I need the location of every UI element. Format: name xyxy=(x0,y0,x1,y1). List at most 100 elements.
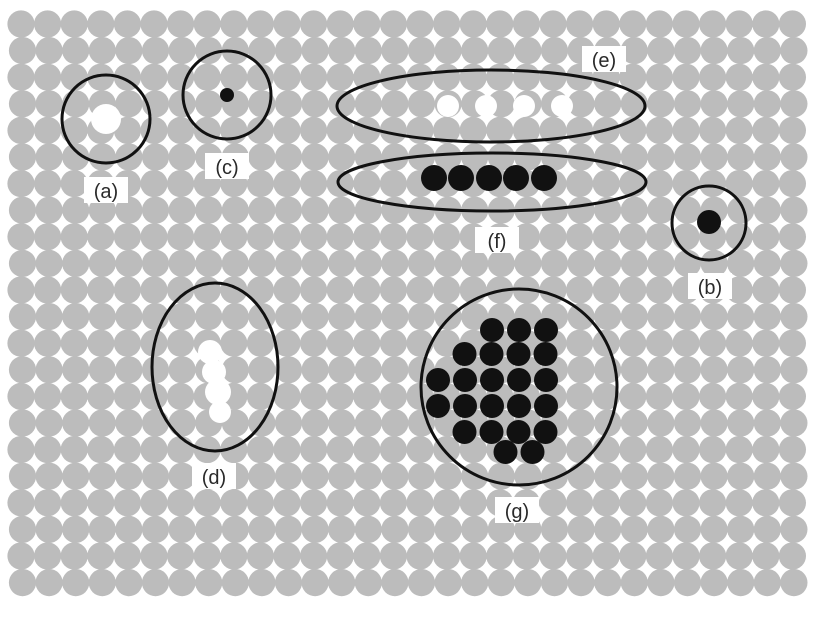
host-atom xyxy=(34,489,62,517)
host-atom xyxy=(699,116,727,144)
host-atom xyxy=(60,223,88,251)
host-atom xyxy=(62,356,90,384)
host-atom xyxy=(60,382,88,410)
host-atom xyxy=(727,409,755,437)
host-atom xyxy=(752,542,780,570)
host-atom xyxy=(354,409,382,437)
precipitate-atom-g xyxy=(453,394,477,418)
host-atom xyxy=(619,382,647,410)
defect-outlines xyxy=(60,49,748,487)
host-atom xyxy=(326,489,354,517)
host-atom xyxy=(88,356,116,384)
host-atom xyxy=(727,196,755,224)
host-atom xyxy=(273,489,301,517)
host-atom xyxy=(246,63,274,91)
host-atom xyxy=(115,356,143,384)
host-atom xyxy=(647,196,675,224)
host-atom xyxy=(619,276,647,304)
host-atom xyxy=(700,143,728,171)
host-atom xyxy=(753,569,781,597)
host-atom xyxy=(512,63,541,91)
host-atom xyxy=(699,329,727,357)
host-atom xyxy=(487,37,515,65)
host-atom xyxy=(567,356,595,384)
host-atom xyxy=(752,170,780,198)
precipitate-atom-g xyxy=(507,394,531,418)
host-atom xyxy=(645,276,674,304)
host-atom xyxy=(620,515,648,544)
host-atom xyxy=(512,116,541,144)
host-atom xyxy=(486,63,514,91)
label-a: (a) xyxy=(94,181,118,203)
host-atom xyxy=(141,196,170,224)
host-atom xyxy=(620,196,648,224)
host-atom xyxy=(87,489,115,517)
host-atom xyxy=(406,10,434,38)
outline-f xyxy=(336,151,648,213)
host-atom xyxy=(87,542,115,570)
host-atom xyxy=(140,382,168,410)
host-atom xyxy=(60,329,88,357)
host-atom xyxy=(725,382,753,410)
host-atom xyxy=(168,90,196,118)
precipitate-atom-g xyxy=(480,368,504,392)
host-atom xyxy=(459,10,487,38)
host-atom xyxy=(673,90,702,118)
host-atom xyxy=(512,10,541,38)
host-atom xyxy=(434,569,462,597)
host-atom xyxy=(353,329,381,357)
host-atom xyxy=(141,569,170,597)
host-atom xyxy=(780,462,808,490)
host-atom xyxy=(699,170,727,198)
host-atom xyxy=(645,436,674,464)
host-atom xyxy=(354,462,382,490)
host-atom xyxy=(62,196,90,224)
host-atom xyxy=(620,462,648,490)
host-atom xyxy=(274,409,303,437)
host-atom xyxy=(725,10,753,38)
host-atom xyxy=(459,63,487,91)
host-atom xyxy=(300,10,328,38)
host-atom xyxy=(246,10,274,38)
host-atom xyxy=(113,223,141,251)
host-atom xyxy=(379,276,407,304)
host-atom xyxy=(567,90,595,118)
host-atom xyxy=(699,542,727,570)
host-atom xyxy=(301,249,329,277)
host-atom xyxy=(486,116,514,144)
host-atom xyxy=(88,143,116,171)
host-atom xyxy=(274,249,303,277)
host-atom xyxy=(594,462,622,490)
host-atom xyxy=(193,63,221,91)
host-atom xyxy=(87,223,115,251)
host-atom xyxy=(752,63,780,91)
host-atom xyxy=(700,37,728,65)
host-atom xyxy=(220,542,248,570)
host-atom xyxy=(35,515,63,544)
host-atom xyxy=(273,170,301,198)
host-atom xyxy=(62,569,90,597)
host-atom xyxy=(167,116,195,144)
host-atom xyxy=(60,10,88,38)
host-atom xyxy=(220,223,248,251)
host-atom xyxy=(406,329,434,357)
host-atom xyxy=(8,143,37,171)
host-atom xyxy=(300,116,328,144)
host-atom xyxy=(168,143,196,171)
outline-d xyxy=(150,281,280,453)
label-a-bg xyxy=(84,177,128,203)
host-atom xyxy=(88,303,116,331)
host-atom xyxy=(514,249,542,277)
host-atom xyxy=(7,223,35,251)
host-atom xyxy=(540,196,569,224)
host-atom xyxy=(141,356,170,384)
host-atom xyxy=(381,90,409,118)
host-atom xyxy=(645,223,674,251)
host-atom xyxy=(248,249,276,277)
host-atom xyxy=(35,90,63,118)
host-atom xyxy=(672,489,700,517)
host-atom xyxy=(115,196,143,224)
host-atom xyxy=(113,542,141,570)
host-atom xyxy=(567,409,595,437)
host-atom xyxy=(7,436,35,464)
